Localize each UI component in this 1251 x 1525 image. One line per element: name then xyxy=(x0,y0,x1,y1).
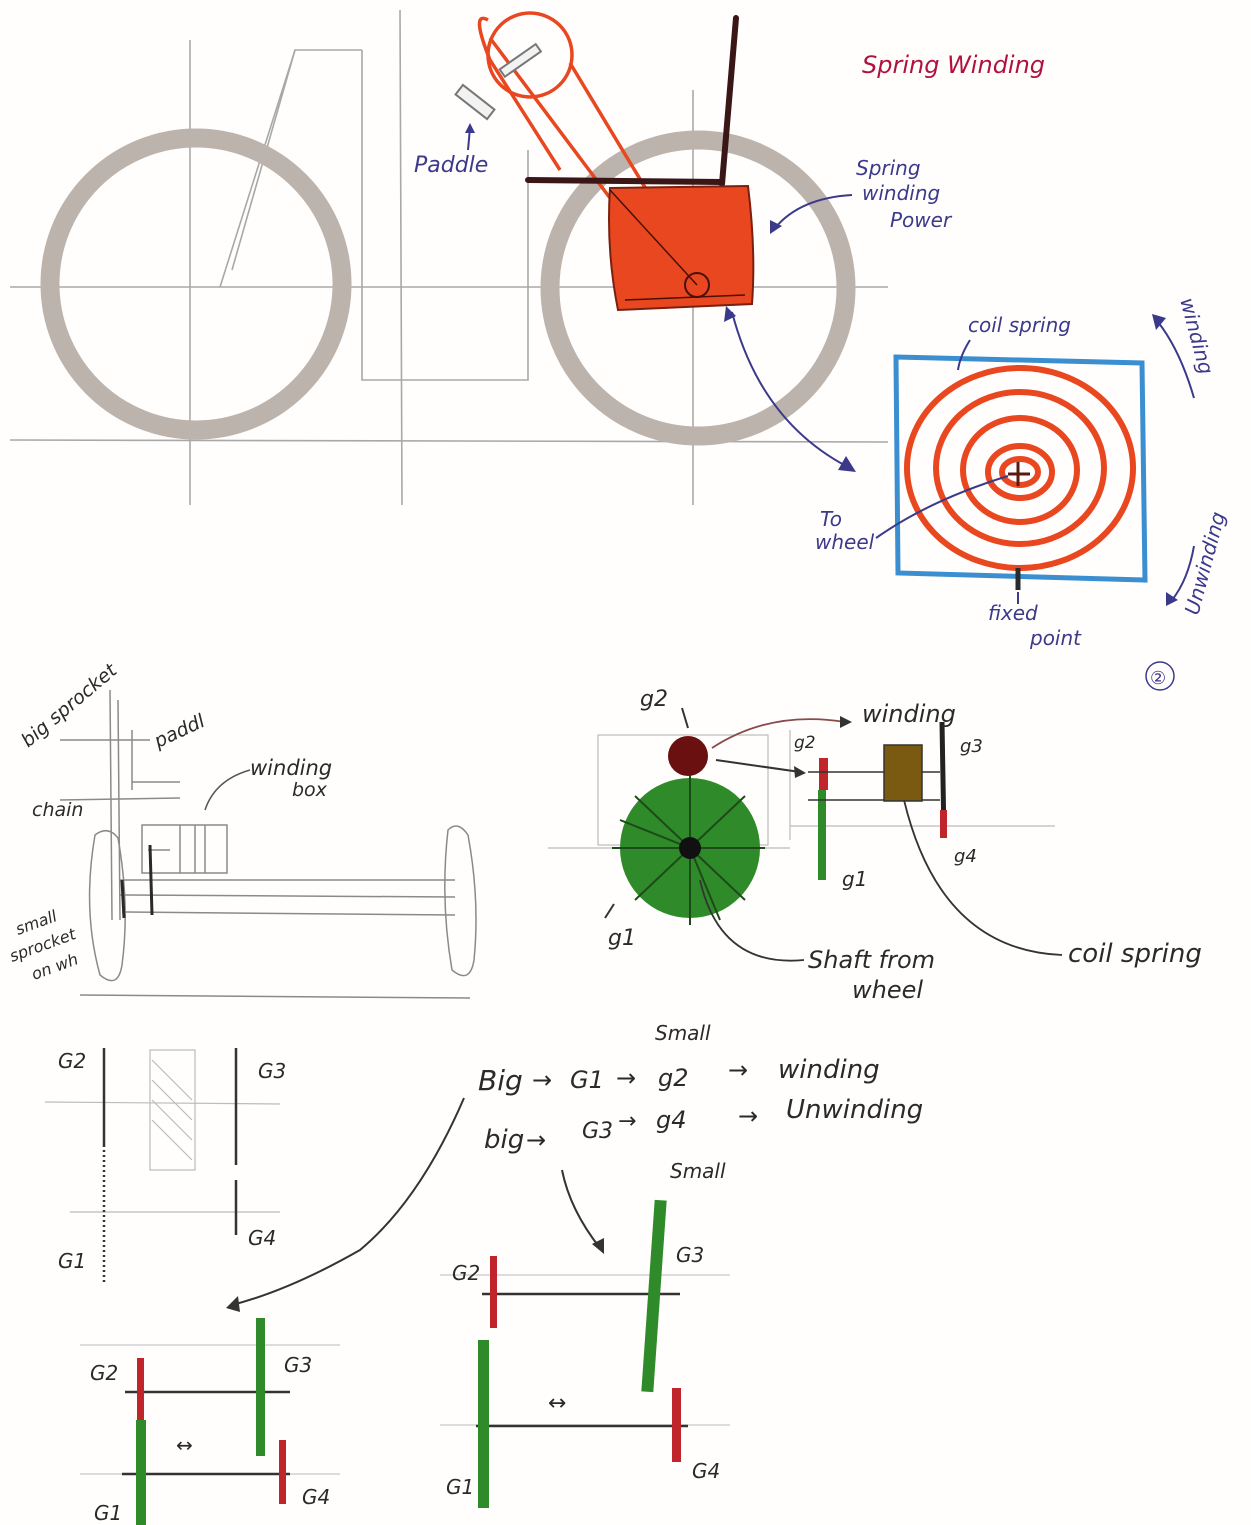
flow-arrow-down xyxy=(562,1170,600,1248)
flow-g2: g2 xyxy=(658,1064,689,1092)
winding-box-label-1: winding xyxy=(250,756,332,780)
right-double-arrow: ↔ xyxy=(548,1391,566,1416)
g2-top-arrow xyxy=(682,708,688,728)
pencil-g3-label: G3 xyxy=(258,1059,286,1083)
g1-bottom-label: g1 xyxy=(608,926,636,951)
side-view-sketch xyxy=(60,690,476,998)
flow-g4: g4 xyxy=(656,1106,687,1134)
g2-top-label: g2 xyxy=(640,687,668,712)
g2-shaft-arrow xyxy=(716,760,800,772)
coil-label-arrow xyxy=(958,340,970,370)
to-wheel-label-2: wheel xyxy=(815,530,875,554)
flow-arrow-2: → xyxy=(616,1064,636,1092)
right-g3-label: G3 xyxy=(676,1243,704,1267)
flow-g1: G1 xyxy=(570,1066,604,1094)
flow-big-1: Big xyxy=(478,1064,523,1097)
winding-box-label-2: box xyxy=(292,779,328,801)
fixed-point-label-2: point xyxy=(1029,626,1082,650)
flow-arrow-6: → xyxy=(738,1102,758,1130)
pencil-gears xyxy=(104,1048,236,1283)
g1-side-label: g1 xyxy=(842,867,867,891)
left-gear-g3 xyxy=(256,1318,265,1456)
g3-side-label: g3 xyxy=(960,736,983,757)
flow-arrow-1: → xyxy=(532,1066,552,1094)
pencil-g1-label: G1 xyxy=(58,1249,86,1273)
chain-label: chain xyxy=(32,799,83,821)
coil-spring-drum xyxy=(884,745,922,801)
shaft-label-2: wheel xyxy=(852,976,923,1004)
flow-unwinding: Unwinding xyxy=(786,1095,923,1125)
coil-spring xyxy=(907,368,1133,568)
side-gear-g1 xyxy=(818,790,826,880)
page-title: Spring Winding xyxy=(862,51,1045,79)
pencil-g4-label: G4 xyxy=(248,1226,276,1250)
left-gear-g2 xyxy=(137,1358,144,1420)
flow-winding: winding xyxy=(778,1055,880,1085)
g2-to-winding-arrow xyxy=(712,719,845,748)
pencil-gear-guides xyxy=(45,1050,280,1212)
side-sprockets xyxy=(122,845,152,918)
g2-side-label: g2 xyxy=(794,733,816,753)
right-g4-label: G4 xyxy=(692,1459,720,1483)
flow-small-bottom: Small xyxy=(670,1159,726,1183)
right-gear-g3 xyxy=(641,1200,666,1392)
fixed-point-label-1: fixed xyxy=(988,601,1038,625)
sprocket-label: big sprocket xyxy=(17,659,122,752)
left-gear-g1 xyxy=(136,1420,146,1525)
right-g2-label: G2 xyxy=(452,1261,480,1285)
spring-power-label-1: Spring xyxy=(856,156,921,180)
page-number: ② xyxy=(1150,668,1166,689)
paddle-side-label: paddl xyxy=(150,710,209,753)
gear-g2 xyxy=(668,736,708,776)
spring-power-label-2: winding xyxy=(862,181,940,205)
left-g3-label: G3 xyxy=(284,1353,312,1377)
left-g4-label: G4 xyxy=(302,1485,330,1509)
right-gear-g1 xyxy=(478,1340,489,1508)
pencil-g2-label: G2 xyxy=(58,1049,86,1073)
spring-winding-box xyxy=(609,186,753,310)
flow-arrow-5: → xyxy=(618,1109,636,1134)
spring-power-label-3: Power xyxy=(890,208,953,232)
flow-g3: G3 xyxy=(582,1119,613,1144)
rear-wheel xyxy=(50,138,342,430)
to-wheel-label-1: To xyxy=(820,507,842,531)
left-g1-label: G1 xyxy=(94,1501,122,1525)
left-double-arrow: ↔ xyxy=(176,1433,193,1457)
winding-box-pointer xyxy=(205,770,250,810)
coil-spring-pointer xyxy=(904,800,1062,955)
side-gear-g4-red xyxy=(940,810,947,838)
side-gear-g2 xyxy=(819,758,828,790)
flow-big-2: big xyxy=(484,1125,524,1155)
right-g1-label: G1 xyxy=(446,1475,474,1499)
left-g2-label: G2 xyxy=(90,1361,118,1385)
right-gear-g4 xyxy=(672,1388,681,1462)
flow-arrow-left xyxy=(232,1098,464,1305)
g4-side-label: g4 xyxy=(954,846,977,867)
right-gear-g2 xyxy=(490,1256,497,1328)
shaft-label-1: Shaft from xyxy=(808,946,935,974)
gear-winding-label: winding xyxy=(862,700,956,728)
coil-spring-label: coil spring xyxy=(968,313,1071,337)
gear-coil-spring-label: coil spring xyxy=(1068,939,1202,969)
g1-bottom-arrow xyxy=(605,904,614,918)
flow-arrow-4: → xyxy=(526,1126,546,1154)
paddle-label: Paddle xyxy=(414,153,488,178)
left-gear-g4 xyxy=(279,1440,286,1504)
flow-small-top: Small xyxy=(655,1021,711,1045)
gear-g1-hub xyxy=(679,837,701,859)
flow-arrow-3: → xyxy=(728,1056,748,1084)
unwinding-label: Unwinding xyxy=(1180,509,1230,617)
